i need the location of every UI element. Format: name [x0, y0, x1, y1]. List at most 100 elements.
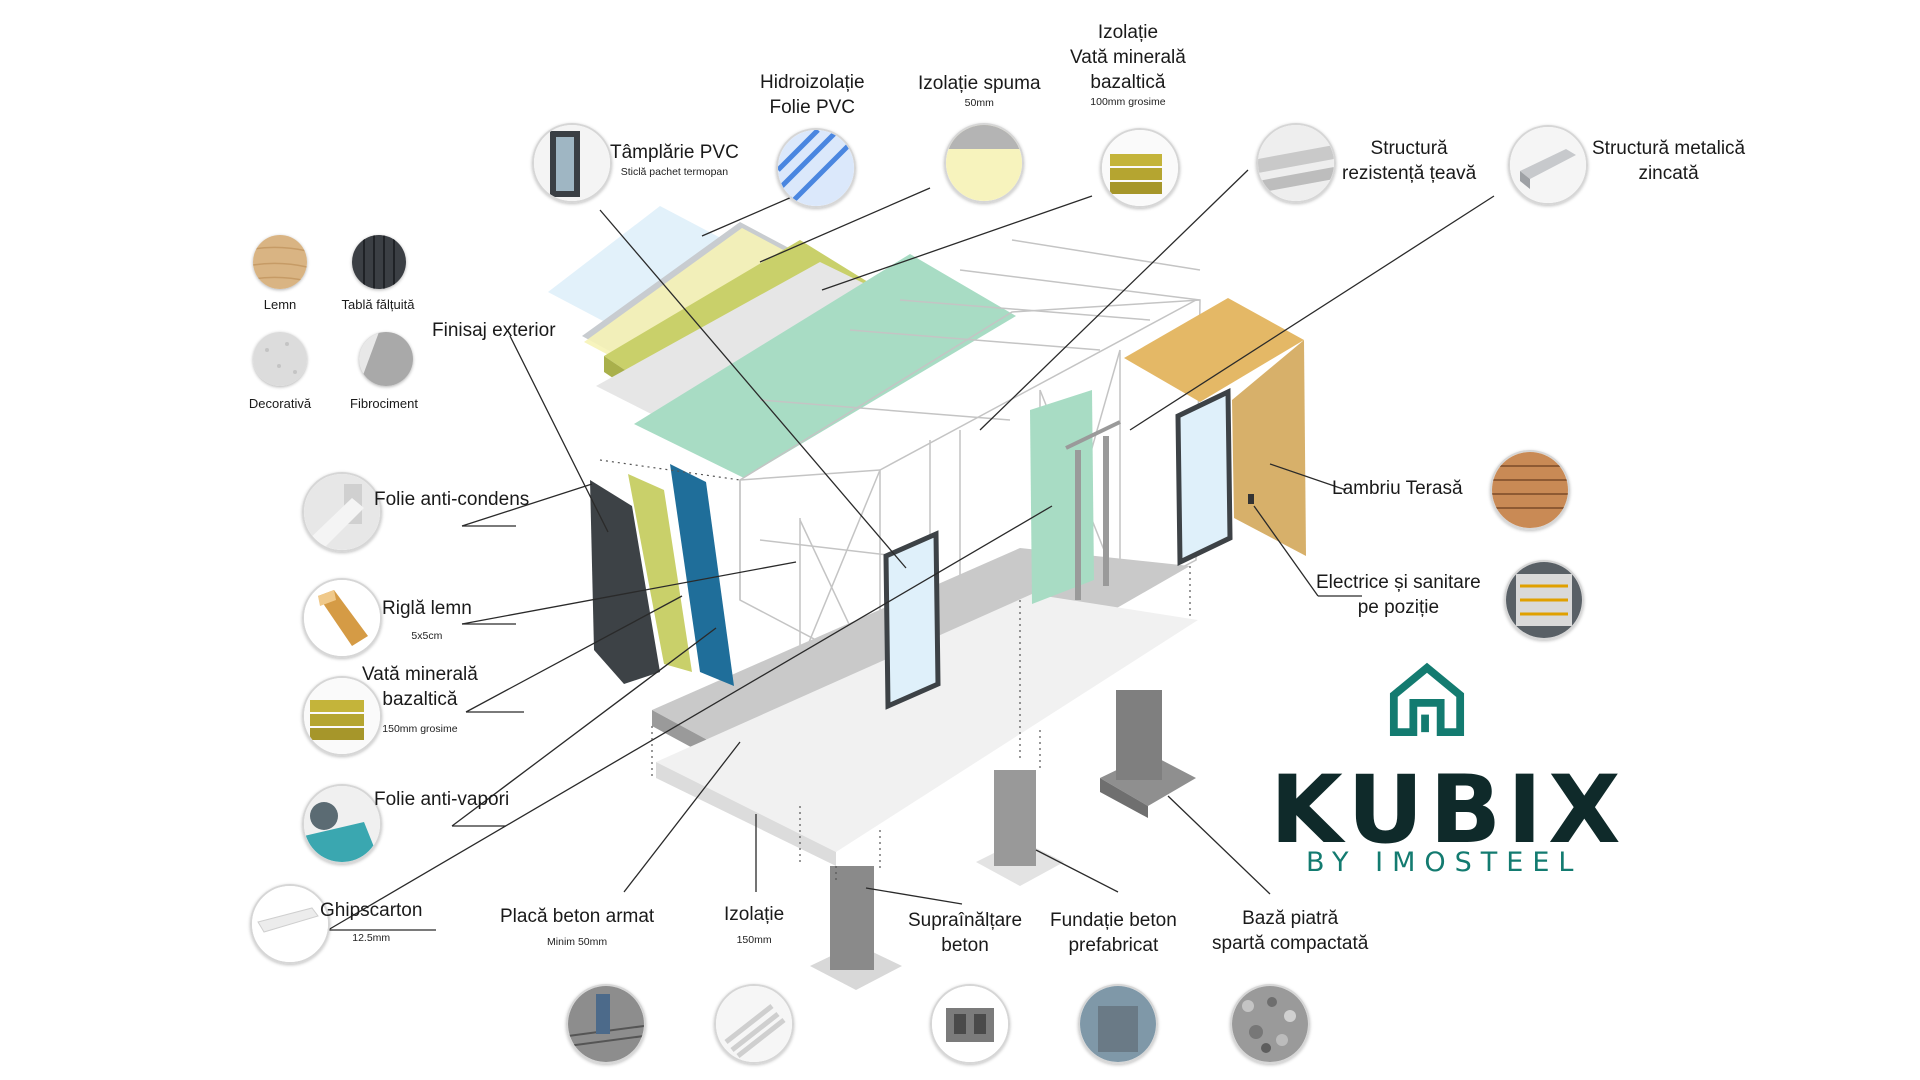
label-tamplarie-pvc: Tâmplărie PVC Sticlă pachet termopan — [610, 140, 739, 179]
label-structura-metalica: Structură metalică zincată — [1592, 136, 1745, 186]
steel-tube-icon — [1258, 125, 1334, 201]
pillars — [810, 690, 1196, 990]
finish-swatch-fibercement — [359, 332, 413, 386]
label-title: Tâmplărie PVC — [610, 142, 739, 163]
brand-name: KUBIX — [1270, 756, 1627, 865]
label-title: Finisaj exterior — [432, 320, 556, 341]
label-line1: Supraînălțare — [908, 910, 1023, 931]
mineral-wool-icon — [1102, 130, 1178, 206]
label-izolatie-bottom: Izolație 150mm — [724, 902, 784, 947]
label-baza-piatra: Bază piatră spartă compactată — [1212, 906, 1368, 956]
pvc-membrane-icon — [778, 130, 854, 206]
pvc-window-icon — [534, 125, 610, 201]
label-supraînaltare: Supraînălțare beton — [908, 908, 1022, 958]
wood-batten-icon — [304, 580, 380, 656]
thumb-foam — [944, 123, 1024, 203]
label-line2: pe poziție — [1357, 597, 1440, 618]
label-line2: bazaltică — [382, 689, 458, 710]
label-line1: Bază piatră — [1242, 908, 1339, 929]
label-line2: zincată — [1638, 163, 1699, 184]
fiber-cement-swatch-icon — [359, 332, 413, 386]
wall-green-membrane — [1030, 390, 1094, 604]
thumb-electrical — [1504, 560, 1584, 640]
thumb-gravel — [1230, 984, 1310, 1064]
thumb-pvc-window — [532, 123, 612, 203]
steel-posts — [1065, 420, 1121, 600]
thumb-mineral-wool-top — [1100, 128, 1180, 208]
label-sub: Minim 50mm — [547, 936, 608, 948]
finish-label-wood: Lemn — [263, 297, 297, 312]
label-sub: Sticlă pachet termopan — [620, 166, 729, 178]
label-line2: prefabricat — [1068, 935, 1159, 956]
drywall-board-icon — [252, 886, 328, 962]
finish-label-fibercement: Fibrociment — [350, 396, 418, 411]
label-hidroizolatie: Hidroizolație Folie PVC — [760, 70, 865, 120]
leader-lines — [327, 169, 1495, 931]
label-line1: Vată minerală — [362, 664, 478, 685]
thumb-drywall — [250, 884, 330, 964]
pillar-precast — [976, 770, 1064, 886]
insulation-slab-side — [656, 762, 836, 866]
label-placa-beton: Placă beton armat Minim 50mm — [500, 904, 654, 949]
label-rigla-lemn: Riglă lemn 5x5cm — [382, 596, 472, 643]
label-line1: Fundație beton — [1050, 910, 1177, 931]
lambriu-panel — [1124, 298, 1306, 556]
brand-sub: BY IMOSTEEL — [1306, 847, 1583, 878]
finish-swatch-metal — [352, 235, 406, 289]
label-line2: Folie PVC — [769, 97, 856, 118]
thumb-mineral-wool-side — [302, 676, 382, 756]
insulation-boards-icon — [716, 986, 792, 1062]
label-title: Ghipscarton — [320, 900, 423, 921]
wall-blue-panel — [670, 464, 734, 686]
label-line2: beton — [941, 935, 989, 956]
electrical-panel-icon — [1506, 562, 1582, 638]
label-line1: Izolație — [1097, 22, 1159, 43]
gravel-icon — [1232, 986, 1308, 1062]
finish-label-decorative: Decorativă — [248, 396, 312, 411]
label-line2: spartă compactată — [1212, 933, 1369, 954]
finish-label-metal: Tablă fălțuită — [341, 297, 415, 312]
label-sub: 150mm grosime — [382, 723, 458, 735]
label-electrice: Electrice și sanitare pe poziție — [1316, 570, 1481, 620]
label-line2: Vată minerală — [1070, 47, 1186, 68]
thumb-galvanized — [1508, 125, 1588, 205]
house-logo-icon — [1389, 662, 1465, 737]
label-sub: 100mm grosime — [1090, 96, 1166, 108]
thumb-pvc-membrane — [776, 128, 856, 208]
label-sub: 150mm — [736, 934, 772, 946]
label-izolatie-spuma: Izolație spuma 50mm — [918, 71, 1041, 110]
thumb-vapor-barrier — [302, 784, 382, 864]
finish-swatch-wood — [253, 235, 307, 289]
label-line1: Electrice și sanitare — [1316, 572, 1481, 593]
label-lambriu: Lambriu Terasă — [1332, 476, 1463, 501]
label-structura-rezistenta: Structură rezistență țeavă — [1342, 136, 1476, 186]
deck-planks-icon — [1492, 452, 1568, 528]
label-line1: Structură metalică — [1592, 138, 1746, 159]
insulation-slab-top — [656, 594, 1198, 852]
concrete-block-icon — [932, 986, 1008, 1062]
label-vata-top: Izolație Vată minerală bazaltică 100mm g… — [1070, 20, 1186, 109]
label-line1: Hidroizolație — [760, 72, 865, 93]
front-window — [883, 530, 941, 710]
label-ghipscarton: Ghipscarton 12.5mm — [320, 898, 422, 945]
label-folie-anti-condens: Folie anti-condens — [374, 487, 529, 512]
decorative-plaster-swatch-icon — [253, 332, 307, 386]
label-line3: bazaltică — [1090, 72, 1166, 93]
label-sub: 5x5cm — [411, 630, 443, 642]
thumb-wood-batten — [302, 578, 382, 658]
label-title: Izolație spuma — [918, 73, 1041, 94]
roof-layers — [548, 206, 1016, 478]
wall-mineral-wool — [628, 474, 692, 672]
roof-membrane-green — [634, 254, 1016, 478]
windows — [883, 388, 1233, 710]
galvanized-channel-icon — [1510, 127, 1586, 203]
finish-swatch-decorative — [253, 332, 307, 386]
pillar-elevation — [810, 866, 902, 990]
label-folie-anti-vapori: Folie anti-vapori — [374, 787, 509, 812]
wood-swatch-icon — [253, 235, 307, 289]
guide-dots — [599, 459, 1191, 880]
rebar-concrete-icon — [568, 986, 644, 1062]
label-sub: 50mm — [964, 97, 994, 109]
